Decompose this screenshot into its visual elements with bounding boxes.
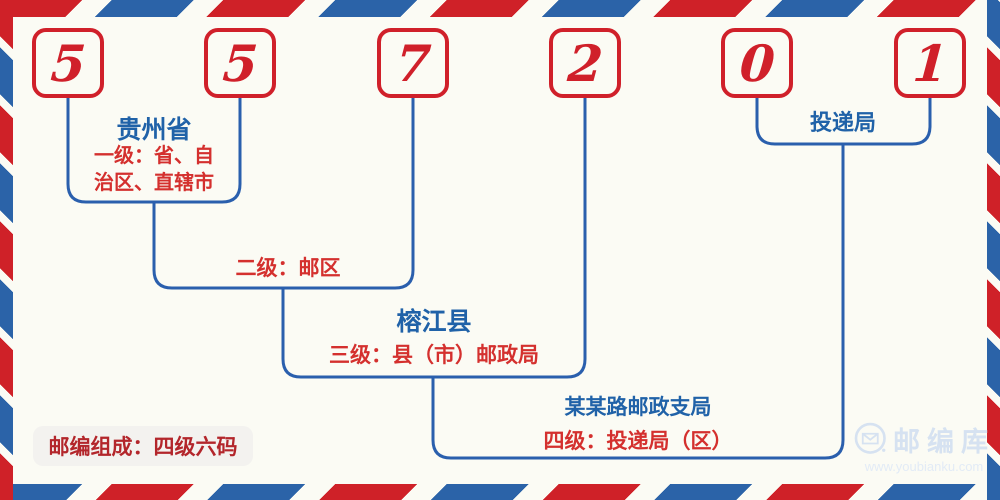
delivery-bureau-label: 投递局: [809, 110, 877, 135]
digit-1: 5: [48, 33, 88, 93]
envelope-in-circle-icon: [854, 422, 886, 454]
digit-2: 5: [220, 33, 260, 93]
digit-box-6: 1: [894, 28, 966, 98]
digit-box-5: 0: [721, 28, 793, 98]
county-name-label: 榕江县: [396, 308, 472, 336]
composition-label: 邮编组成：四级六码: [48, 434, 238, 459]
site-url[interactable]: www.youbianku.com: [864, 459, 984, 474]
branch-name-label: 某某路邮政支局: [564, 396, 712, 419]
level3-desc-label: 三级：县（市）邮政局: [329, 344, 539, 367]
digit-4: 2: [565, 33, 605, 93]
digit-box-4: 2: [549, 28, 621, 98]
digit-5: 0: [737, 33, 777, 93]
digit-box-2: 5: [204, 28, 276, 98]
brand-name: 邮编库: [893, 426, 995, 457]
digit-box-1: 5: [32, 28, 104, 98]
province-name-label: 贵州省: [116, 116, 192, 144]
composition-box: 邮编组成：四级六码: [33, 426, 253, 466]
level1-desc-line2: 治区、直辖市: [94, 172, 214, 194]
level1-desc-line1: 一级：省、自: [94, 145, 214, 167]
digit-3: 7: [393, 33, 433, 93]
connector-level4-bracket: [431, 144, 845, 460]
digit-box-3: 7: [377, 28, 449, 98]
level4-desc-label: 四级：投递局（区）: [543, 430, 733, 453]
watermark-row: 邮编库: [853, 416, 995, 462]
digit-6: 1: [910, 33, 950, 93]
watermark[interactable]: 邮编库 www.youbianku.com: [853, 416, 995, 474]
level2-desc-label: 二级：邮区: [235, 257, 341, 280]
